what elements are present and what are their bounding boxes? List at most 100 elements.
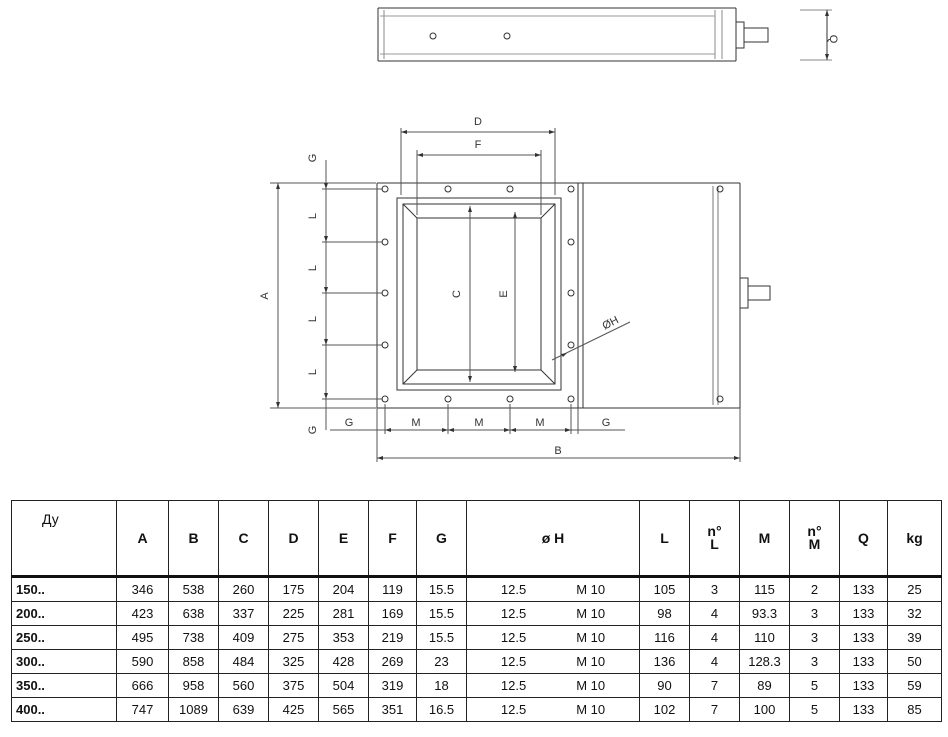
cell-count-m: 3 xyxy=(789,625,840,650)
cell-count-m: 5 xyxy=(789,697,840,722)
dimensions-table: Ду A B C D E F G ø H L n°L M n°M Q kg 15… xyxy=(11,500,942,722)
dim-label-c: C xyxy=(451,290,463,298)
cell-q: 133 xyxy=(839,625,888,650)
dim-label-l: L xyxy=(307,213,319,219)
bolt-hole xyxy=(567,289,575,297)
cell-count-l: 7 xyxy=(689,673,740,698)
cell-c: 639 xyxy=(218,697,269,722)
opening xyxy=(416,217,542,371)
cell-kg: 32 xyxy=(887,601,942,626)
flange-frame xyxy=(396,197,562,391)
cell-a: 666 xyxy=(116,673,169,698)
col-header-g: G xyxy=(416,500,467,577)
cell-h-thread: M 10 xyxy=(576,678,606,693)
cell-count-l: 4 xyxy=(689,649,740,674)
cell-b: 1089 xyxy=(168,697,219,722)
cell-a: 346 xyxy=(116,576,169,602)
cell-count-m: 3 xyxy=(789,649,840,674)
cell-d: 175 xyxy=(268,576,319,602)
cell-a: 747 xyxy=(116,697,169,722)
cell-count-l: 7 xyxy=(689,697,740,722)
dim-label-g-bottom: G xyxy=(307,426,319,435)
cell-l: 98 xyxy=(639,601,690,626)
cell-e: 565 xyxy=(318,697,369,722)
dim-label-l: L xyxy=(307,265,319,271)
bolt-hole xyxy=(716,185,724,193)
col-header-m: M xyxy=(739,500,790,577)
cell-d: 375 xyxy=(268,673,319,698)
col-header-dy: Ду xyxy=(11,500,117,577)
cell-dy: 150.. xyxy=(11,576,117,602)
col-header-kg: kg xyxy=(887,500,942,577)
cell-a: 495 xyxy=(116,625,169,650)
cell-g: 18 xyxy=(416,673,467,698)
bolt-hole xyxy=(506,185,514,193)
cell-g: 23 xyxy=(416,649,467,674)
cell-a: 590 xyxy=(116,649,169,674)
cell-c: 409 xyxy=(218,625,269,650)
cell-e: 281 xyxy=(318,601,369,626)
table-header-row: Ду A B C D E F G ø H L n°L M n°M Q kg xyxy=(11,500,942,577)
cell-dy: 400.. xyxy=(11,697,117,722)
dim-label-l: L xyxy=(307,369,319,375)
cell-q: 133 xyxy=(839,649,888,674)
dim-label-q: Q xyxy=(827,35,839,44)
shaft-side xyxy=(743,27,769,43)
cell-b: 858 xyxy=(168,649,219,674)
cell-kg: 50 xyxy=(887,649,942,674)
col-header-d: D xyxy=(268,500,319,577)
cell-m: 100 xyxy=(739,697,790,722)
cell-b: 638 xyxy=(168,601,219,626)
cell-m: 89 xyxy=(739,673,790,698)
col-header-f: F xyxy=(368,500,417,577)
cell-l: 116 xyxy=(639,625,690,650)
cell-q: 133 xyxy=(839,673,888,698)
count-letter: L xyxy=(710,536,719,552)
cell-h-diameter: 12.5 xyxy=(500,606,527,621)
cell-g: 15.5 xyxy=(416,576,467,602)
cell-f: 319 xyxy=(368,673,417,698)
cell-c: 560 xyxy=(218,673,269,698)
cell-m: 128.3 xyxy=(739,649,790,674)
cell-e: 204 xyxy=(318,576,369,602)
bolt-hole xyxy=(567,395,575,403)
cell-h-diameter: 12.5 xyxy=(500,582,527,597)
cell-b: 958 xyxy=(168,673,219,698)
dim-label-l: L xyxy=(307,316,319,322)
dim-label-f: F xyxy=(475,139,482,151)
cell-l: 90 xyxy=(639,673,690,698)
dim-label-hole: ØH xyxy=(601,314,621,332)
bolt-hole xyxy=(567,341,575,349)
bolt-hole xyxy=(506,395,514,403)
bolt-hole xyxy=(716,395,724,403)
cell-d: 425 xyxy=(268,697,319,722)
cell-kg: 85 xyxy=(887,697,942,722)
col-header-h: ø H xyxy=(466,500,640,577)
cell-m: 93.3 xyxy=(739,601,790,626)
cell-count-l: 4 xyxy=(689,625,740,650)
cell-count-m: 5 xyxy=(789,673,840,698)
cell-f: 119 xyxy=(368,576,417,602)
cell-h-thread: M 10 xyxy=(576,630,606,645)
count-symbol: n° xyxy=(707,523,722,539)
gate-valve-drawing: Q xyxy=(259,7,839,462)
cell-count-m: 2 xyxy=(789,576,840,602)
cell-m: 110 xyxy=(739,625,790,650)
dim-label-g-left: G xyxy=(345,417,354,429)
shaft-front xyxy=(747,285,771,301)
side-view xyxy=(377,7,832,62)
cell-count-m: 3 xyxy=(789,601,840,626)
dim-label-g-top: G xyxy=(307,154,319,163)
cell-kg: 25 xyxy=(887,576,942,602)
dim-label-m: M xyxy=(411,417,420,429)
cell-dy: 300.. xyxy=(11,649,117,674)
cell-f: 269 xyxy=(368,649,417,674)
cell-count-l: 4 xyxy=(689,601,740,626)
